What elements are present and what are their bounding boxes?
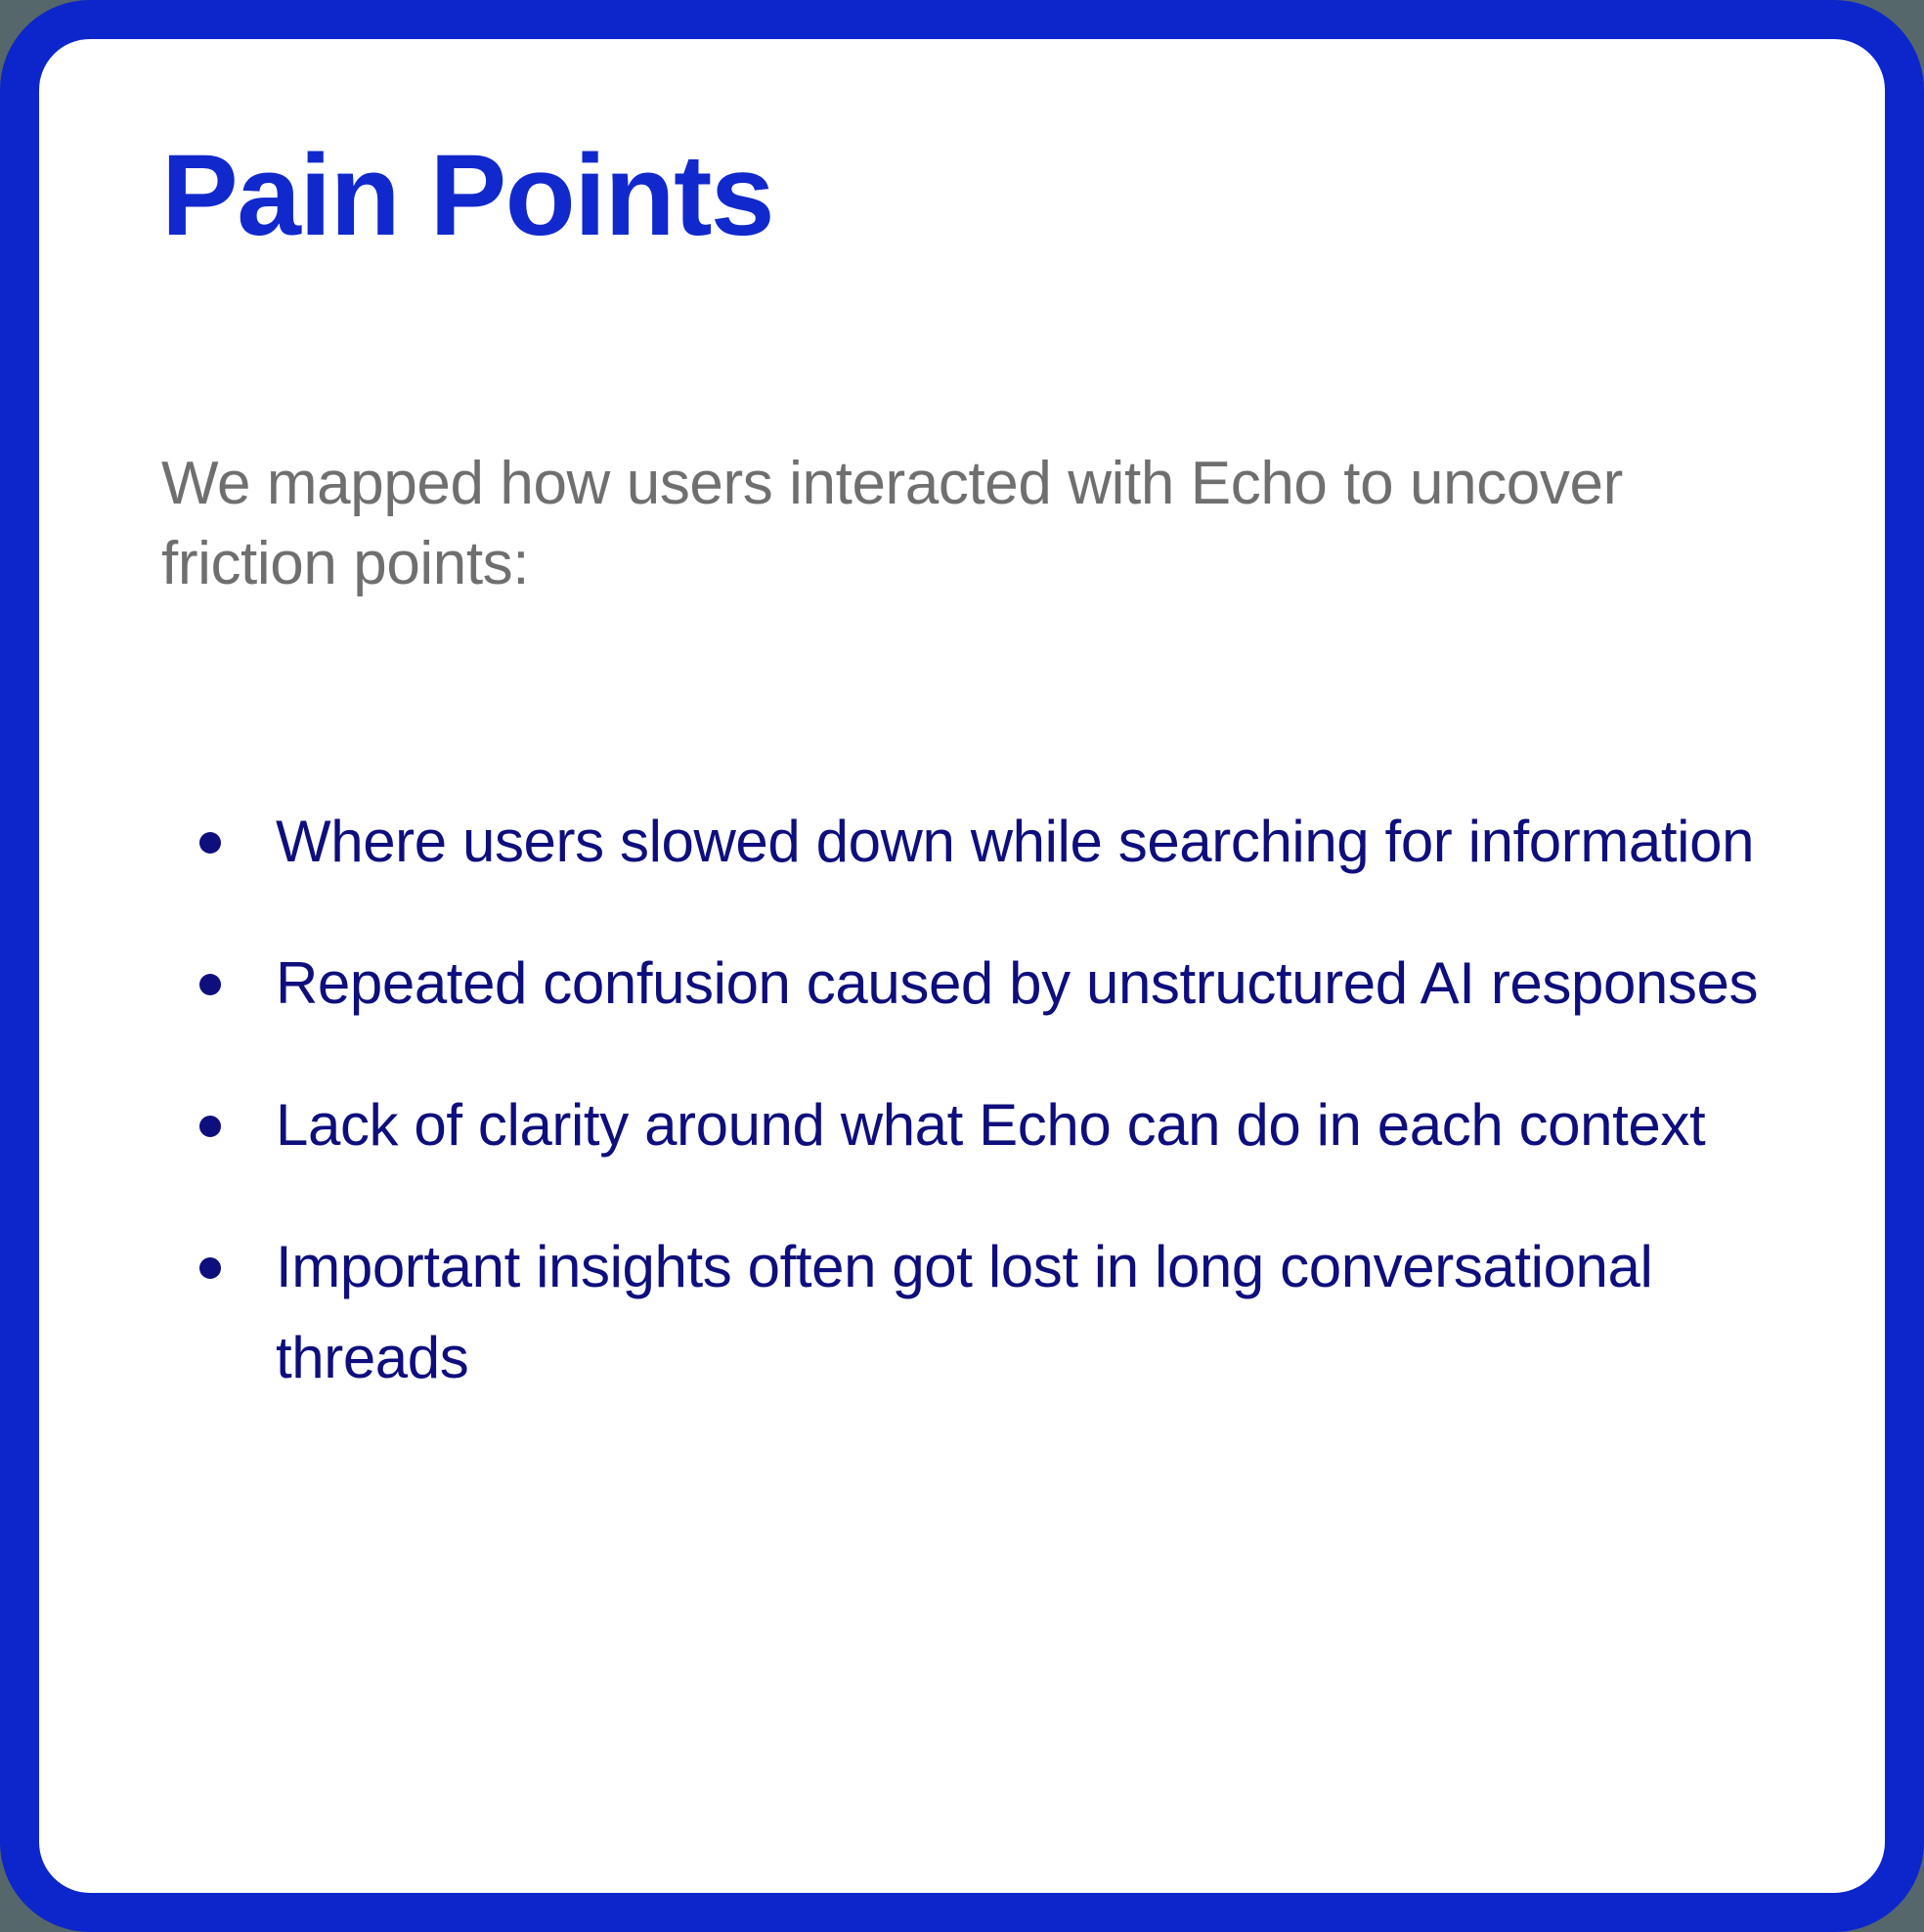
list-item: Where users slowed down while searching … (158, 796, 1781, 887)
pain-points-list: Where users slowed down while searching … (158, 796, 1781, 1403)
list-item: Lack of clarity around what Echo can do … (158, 1079, 1781, 1170)
bullet-dot-icon (199, 832, 221, 854)
list-item-label: Lack of clarity around what Echo can do … (276, 1092, 1706, 1158)
list-item: Important insights often got lost in lon… (158, 1221, 1781, 1403)
intro-paragraph: We mapped how users interacted with Echo… (161, 450, 1623, 597)
bullet-dot-icon (199, 974, 221, 995)
list-item-label: Where users slowed down while searching … (276, 809, 1755, 874)
card-content: Pain Points We mapped how users interact… (39, 39, 1885, 1893)
bullet-dot-icon (199, 1116, 221, 1137)
list-item-label: Repeated confusion caused by unstructure… (276, 950, 1759, 1016)
page-title: Pain Points (161, 131, 775, 261)
list-item-label: Important insights often got lost in lon… (276, 1234, 1653, 1390)
bullet-dot-icon (199, 1257, 221, 1279)
list-item: Repeated confusion caused by unstructure… (158, 938, 1781, 1029)
